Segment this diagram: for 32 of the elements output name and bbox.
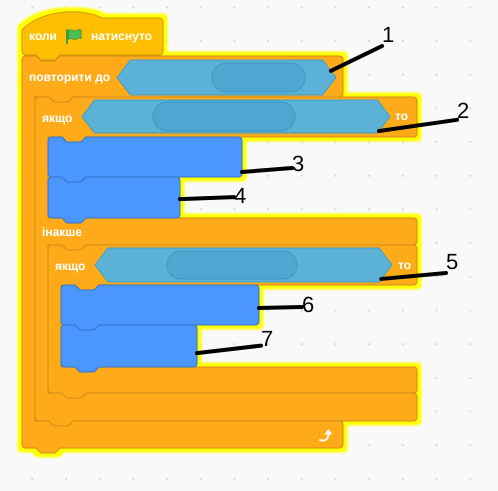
block-label: то [398, 258, 412, 272]
block-label: якщо [55, 258, 86, 274]
hat-block [22, 10, 163, 60]
condition-slot [117, 60, 336, 95]
callout-number: 2 [457, 100, 470, 122]
leader-line [178, 195, 236, 202]
block-label: інакше [42, 224, 82, 240]
leader-line [379, 271, 448, 281]
block-label: натиснуто [91, 28, 152, 44]
condition-slot [95, 248, 392, 282]
leader-line [195, 344, 263, 356]
block-label: повторити до [29, 70, 110, 84]
callout-number: 6 [302, 294, 314, 316]
leader-line [376, 118, 459, 134]
if-block [48, 245, 417, 398]
block-label: якщо [42, 110, 72, 126]
leader-line [240, 166, 294, 174]
callout-number: 5 [446, 251, 458, 273]
stack-block [61, 285, 259, 330]
if-else-block [35, 97, 417, 426]
stack-block [48, 137, 242, 182]
block-label: коли [29, 28, 57, 44]
stack-block [48, 177, 180, 223]
callout-number: 3 [292, 153, 304, 175]
callout-number: 4 [234, 185, 246, 207]
stack-block [61, 325, 197, 372]
condition-slot [82, 100, 390, 133]
block-label: то [395, 108, 408, 124]
leader-line [328, 44, 384, 73]
callout-number: 7 [261, 328, 274, 350]
leader-line [257, 304, 304, 310]
callout-number: 1 [382, 24, 394, 46]
